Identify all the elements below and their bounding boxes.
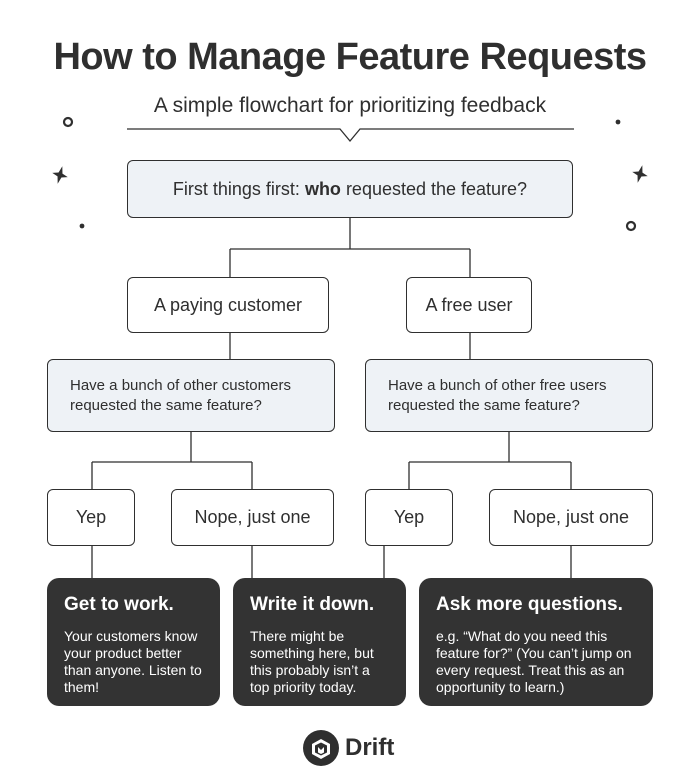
root-question-text: First things first: who requested the fe… [173,179,527,200]
decor-dot-icon [79,223,85,229]
free-users-question-box: Have a bunch of other free users request… [365,359,653,432]
outcome-title: Get to work. [64,594,174,615]
outcome-get-to-work: Get to work. Your customers know your pr… [47,578,220,706]
page-title: How to Manage Feature Requests [53,36,647,78]
outcome-body: There might be something here, but this … [250,628,374,695]
connector-root [229,218,471,277]
left-yes-box: Yep [47,489,135,546]
outcome-write-it-down: Write it down. There might be something … [233,578,406,706]
root-question-prefix: First things first: [172,178,305,199]
decor-ring-icon [625,220,637,232]
connector-question-left [91,432,253,489]
decor-star-icon [632,165,648,183]
outcome-title: Ask more questions. [436,594,623,615]
decor-star-icon [52,166,68,184]
drift-logo-wordmark: Drift [345,734,395,761]
root-question-box: First things first: who requested the fe… [127,160,573,218]
paying-customer-box: A paying customer [127,277,329,333]
right-no-box: Nope, just one [489,489,653,546]
page-subtitle: A simple flowchart for prioritizing feed… [153,94,547,117]
free-user-box: A free user [406,277,532,333]
drift-logo: Drift [303,730,394,766]
outcome-ask-more-questions: Ask more questions. e.g. “What do you ne… [419,578,653,706]
decor-ring-icon [62,116,74,128]
connector-question-right [408,432,572,489]
root-question-emphasis: who [304,178,341,199]
outcome-title: Write it down. [250,594,375,615]
outcome-body: Your customers know your product better … [64,628,202,695]
right-yes-box: Yep [365,489,453,546]
drift-logo-icon [303,730,339,766]
outcome-body: e.g. “What do you need this feature for?… [436,628,632,695]
root-question-suffix: requested the feature? [340,178,528,199]
decor-dot-icon [615,119,621,125]
subtitle-underline [127,128,574,143]
left-no-box: Nope, just one [171,489,334,546]
customers-question-box: Have a bunch of other customers requeste… [47,359,335,432]
